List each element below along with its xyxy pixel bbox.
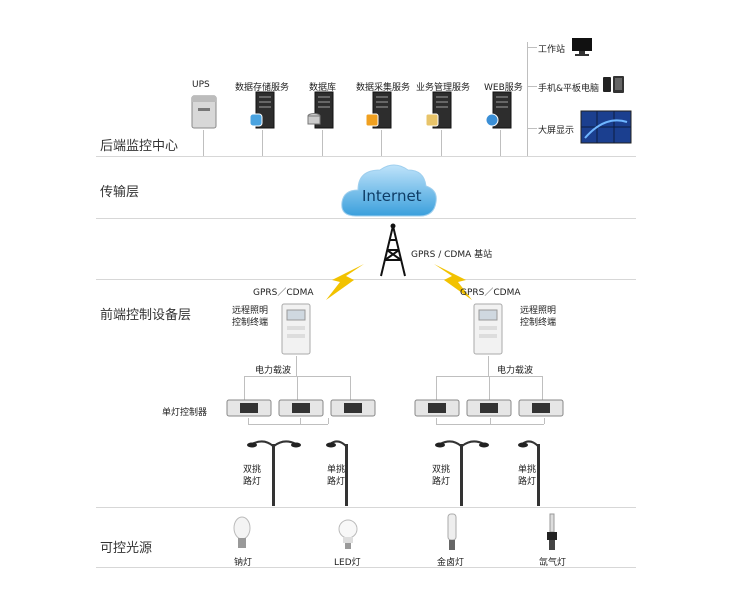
carrier-label-right: 电力载波 xyxy=(497,366,534,376)
server-label-ups: UPS xyxy=(192,80,210,90)
divider-backend xyxy=(96,156,636,157)
light-source-xenon: 氙气灯 xyxy=(539,558,567,568)
client-label-workstation: 工作站 xyxy=(538,45,566,55)
server-label-storage: 数据存储服务 xyxy=(235,83,290,93)
light-source-led: LED灯 xyxy=(334,558,361,568)
divider-frontend xyxy=(96,507,636,508)
terminal-left-line1: 远程照明 xyxy=(232,306,269,316)
server-label-web: WEB服务 xyxy=(484,83,523,93)
client-bracket xyxy=(527,42,528,156)
client-tick-display xyxy=(527,128,537,129)
bolt-left-icon xyxy=(326,264,364,300)
divider-gprs xyxy=(96,279,636,280)
controller-icon xyxy=(226,399,272,417)
lamp-bus-right xyxy=(436,424,544,425)
double-lamp-right-line1: 双挑 xyxy=(432,465,451,475)
connector-business xyxy=(441,130,442,156)
internet-cloud-icon xyxy=(341,164,437,217)
controller-icon xyxy=(330,399,376,417)
database-server-icon xyxy=(307,91,334,129)
storage-server-icon xyxy=(249,91,275,129)
connector-ups xyxy=(203,130,204,156)
big-screen-icon xyxy=(580,110,632,144)
single-lamp-left-line1: 单挑 xyxy=(327,465,346,475)
light-source-sodium: 钠灯 xyxy=(234,558,253,568)
mobile-tablet-icon xyxy=(603,76,624,93)
carrier-stem-right xyxy=(488,356,489,376)
controller-icon xyxy=(414,399,460,417)
carrier-drop-left-2 xyxy=(297,376,298,400)
terminal-left-line2: 控制终端 xyxy=(232,318,269,328)
connector-database xyxy=(322,130,323,156)
led-lamp-icon xyxy=(338,519,358,549)
single-lamp-right-line2: 路灯 xyxy=(518,477,537,487)
client-label-display: 大屏显示 xyxy=(538,126,575,136)
single-lamp-left-line2: 路灯 xyxy=(327,477,346,487)
client-tick-mobile xyxy=(527,86,537,87)
connector-storage xyxy=(262,130,263,156)
server-label-database: 数据库 xyxy=(309,83,337,93)
carrier-label-left: 电力载波 xyxy=(255,366,292,376)
lamp-bus-right-tick xyxy=(544,418,545,424)
server-label-collection: 数据采集服务 xyxy=(356,83,411,93)
terminal-left-icon xyxy=(281,303,311,355)
double-arm-lamp-icon xyxy=(435,440,489,506)
sodium-lamp-icon xyxy=(233,516,251,548)
divider-light xyxy=(96,567,636,568)
single-arm-lamp-icon xyxy=(518,440,540,506)
terminal-right-line1: 远程照明 xyxy=(520,306,557,316)
light-source-metal-halide: 金卤灯 xyxy=(437,558,465,568)
layer-label-frontend: 前端控制设备层 xyxy=(100,308,192,323)
base-station-tower-icon xyxy=(380,223,406,277)
double-arm-lamp-icon xyxy=(247,440,301,506)
carrier-drop-right-2 xyxy=(489,376,490,400)
server-label-business: 业务管理服务 xyxy=(416,83,471,93)
carrier-drop-left-1 xyxy=(244,376,245,400)
single-lamp-right-line1: 单挑 xyxy=(518,465,537,475)
lamp-bus-left-tick xyxy=(328,418,329,424)
connector-collection xyxy=(381,130,382,156)
bolt-right-icon xyxy=(434,264,472,300)
double-lamp-left-line1: 双挑 xyxy=(243,465,262,475)
single-arm-lamp-icon xyxy=(326,440,348,506)
controller-icon xyxy=(278,399,324,417)
double-lamp-right-line2: 路灯 xyxy=(432,477,451,487)
lamp-bus-right-tick xyxy=(436,418,437,424)
layer-label-transport: 传输层 xyxy=(100,185,140,200)
metal-halide-lamp-icon xyxy=(447,513,457,550)
gprs-left-label: GPRS／CDMA xyxy=(253,288,314,298)
carrier-drop-left-3 xyxy=(350,376,351,400)
terminal-right-icon xyxy=(473,303,503,355)
controller-icon xyxy=(466,399,512,417)
lamp-bus-left xyxy=(248,424,328,425)
divider-transport xyxy=(96,218,636,219)
gprs-right-label: GPRS／CDMA xyxy=(460,288,521,298)
carrier-drop-right-3 xyxy=(542,376,543,400)
layer-label-light-source: 可控光源 xyxy=(100,541,153,556)
business-server-icon xyxy=(425,91,452,129)
internet-label: Internet xyxy=(362,187,422,205)
carrier-drop-right-1 xyxy=(436,376,437,400)
collection-server-icon xyxy=(365,91,392,129)
connector-web xyxy=(500,130,501,156)
lamp-bus-left-tick xyxy=(300,418,301,424)
lamp-bus-right-tick xyxy=(490,418,491,424)
base-station-label: GPRS / CDMA 基站 xyxy=(411,250,493,260)
double-lamp-left-line2: 路灯 xyxy=(243,477,262,487)
web-server-icon xyxy=(485,91,512,129)
workstation-icon xyxy=(572,38,592,56)
single-controller-label: 单灯控制器 xyxy=(162,408,208,418)
lamp-bus-left-tick xyxy=(248,418,249,424)
carrier-stem-left xyxy=(296,356,297,376)
xenon-lamp-icon xyxy=(547,513,557,550)
client-tick-workstation xyxy=(527,47,537,48)
ups-icon xyxy=(191,95,217,129)
client-label-mobile: 手机&平板电脑 xyxy=(538,84,600,94)
terminal-right-line2: 控制终端 xyxy=(520,318,557,328)
layer-label-backend: 后端监控中心 xyxy=(100,139,179,154)
controller-icon xyxy=(518,399,564,417)
